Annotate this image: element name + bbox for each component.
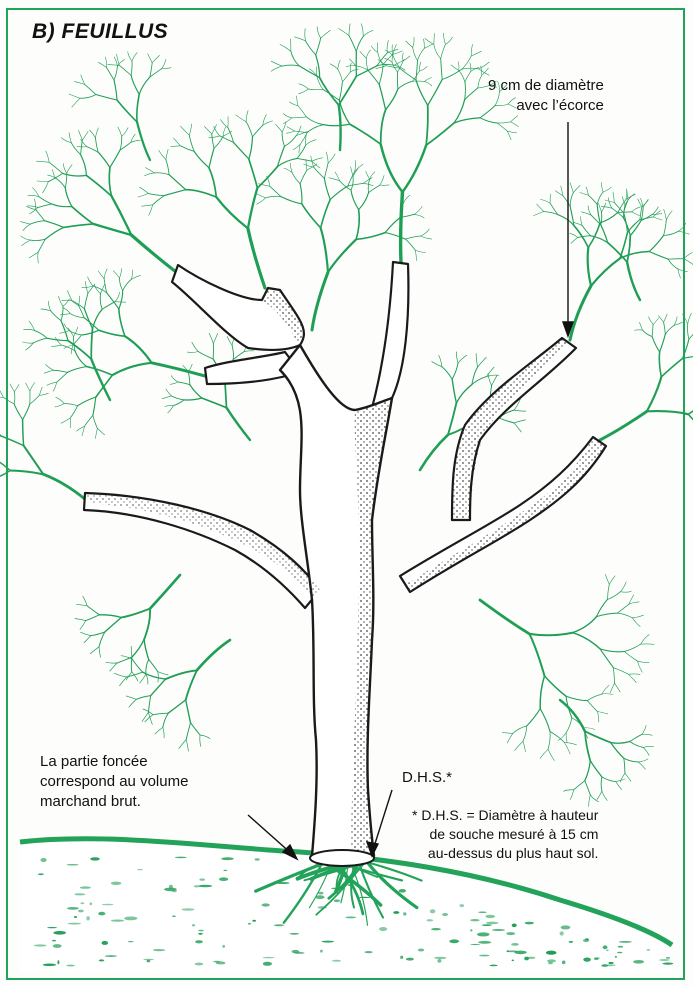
- diameter-annotation-line: 9 cm de diamètre: [488, 77, 604, 94]
- diameter-annotation-line: avec l’écorce: [516, 97, 604, 114]
- volume-annotation-line: marchand brut.: [40, 793, 141, 810]
- volume-annotation-line: La partie foncée: [40, 753, 148, 770]
- trunk: [82, 260, 608, 867]
- diameter-annotation: 9 cm de diamètre avec l’écorce: [488, 76, 604, 116]
- volume-annotation-line: correspond au volume: [40, 773, 189, 790]
- dhs-label: D.H.S.*: [402, 769, 453, 786]
- ground: [19, 836, 674, 972]
- dhs-footnote: * D.H.S. = Diamètre à hauteur de souche …: [412, 806, 598, 863]
- annotation-arrows: [247, 122, 574, 861]
- figure-frame: [6, 8, 685, 980]
- dhs-footnote-line: * D.H.S. = Diamètre à hauteur: [412, 807, 599, 823]
- crown-branches: [0, 23, 693, 807]
- dhs-footnote-line: au-dessus du plus haut sol.: [427, 845, 599, 861]
- dhs-footnote-line: de souche mesuré à 15 cm: [429, 826, 599, 842]
- volume-annotation: La partie foncée correspond au volume ma…: [40, 752, 188, 812]
- figure-title: B) FEUILLUS: [32, 20, 169, 43]
